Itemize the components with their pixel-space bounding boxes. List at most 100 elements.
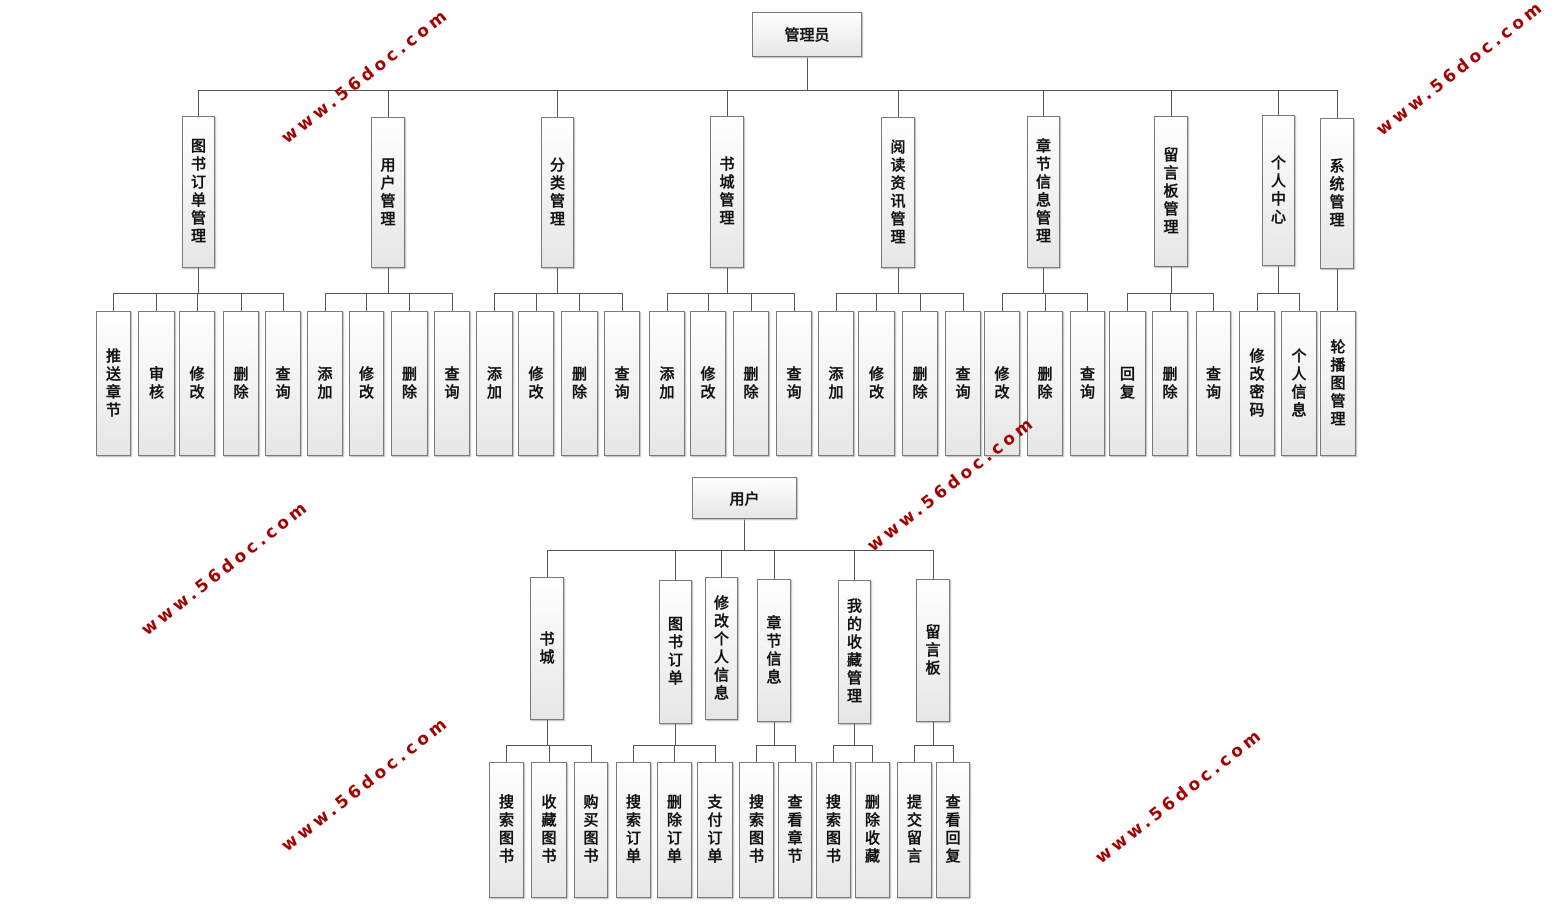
user-module: 图书订单 [659,580,692,724]
admin-function: 添加 [649,311,685,456]
user-module: 留言板 [916,579,950,722]
connector-line [198,268,199,293]
connector-line [1278,266,1279,293]
connector-line [156,293,157,311]
admin-function: 删除 [223,311,259,456]
admin-function: 修改 [984,311,1020,456]
admin-function: 审核 [138,311,175,456]
connector-line [633,745,634,762]
connector-line [876,293,877,311]
connector-line [409,293,410,311]
connector-line [721,550,722,577]
user-module: 修改个人信息 [705,577,738,720]
connector-line [727,90,728,116]
connector-line [494,293,623,294]
admin-function: 修改 [518,311,554,456]
connector-line [547,720,548,745]
admin-function-label: 添加 [315,365,334,402]
admin-module-label: 留言板管理 [1161,146,1180,237]
user-module-label: 我的收藏管理 [845,598,863,706]
admin-function: 删除 [391,311,428,456]
connector-line [591,745,592,762]
admin-module-label: 章节信息管理 [1034,138,1052,246]
connector-line [898,90,899,117]
connector-line [1337,90,1338,118]
admin-module-label: 用户管理 [378,156,397,229]
watermark-text: www.56doc.com [1091,724,1268,868]
admin-function: 修改 [349,311,384,456]
connector-line [914,745,954,746]
user-module: 我的收藏管理 [838,580,871,724]
admin-module-label: 图书订单管理 [189,138,207,246]
user-function: 收藏图书 [531,762,567,898]
user-module: 书城 [530,577,564,720]
user-root-label: 用户 [729,489,760,508]
admin-module: 书城管理 [710,116,744,268]
user-module-label: 书城 [537,630,556,667]
connector-line [494,293,495,311]
connector-line [1087,293,1088,311]
admin-function-label: 推送章节 [104,347,122,420]
connector-line [1002,293,1003,311]
admin-module: 阅读资讯管理 [881,117,915,268]
admin-function-label: 添加 [826,365,845,402]
user-function: 搜索订单 [616,762,651,898]
connector-line [1171,90,1172,116]
connector-line [1170,293,1171,311]
admin-module: 分类管理 [541,117,574,268]
admin-function-label: 查询 [612,365,631,402]
watermark-text: www.56doc.com [277,4,454,148]
connector-line [715,745,716,762]
connector-line [557,90,558,117]
admin-function-label: 删除 [741,365,760,402]
connector-line [933,550,934,579]
connector-line [1278,90,1279,115]
user-function-label: 搜索图书 [497,794,515,866]
admin-function-label: 查询 [273,365,292,402]
user-function: 删除订单 [657,762,692,898]
user-module-label: 图书订单 [666,616,684,688]
admin-function-label: 查询 [953,365,972,402]
admin-function: 删除 [561,311,598,456]
connector-line [388,90,389,117]
admin-function-label: 查询 [784,365,803,402]
connector-line [547,550,934,551]
admin-function-label: 删除 [1160,365,1179,402]
user-function: 删除收藏 [855,762,890,898]
connector-line [744,519,745,550]
admin-module-label: 系统管理 [1327,157,1346,230]
admin-module: 图书订单管理 [182,116,215,268]
user-function-label: 搜索订单 [624,794,642,866]
user-function-label: 提交留言 [905,794,923,866]
connector-line [920,293,921,311]
connector-line [963,293,964,311]
connector-line [549,745,550,762]
connector-line [674,745,675,762]
connector-line [914,745,915,762]
connector-line [675,550,676,580]
admin-function: 添加 [818,311,854,456]
connector-line [756,745,757,762]
connector-line [283,293,284,311]
admin-function: 查询 [776,311,812,456]
user-function: 搜索图书 [489,762,524,898]
connector-line [667,293,668,311]
connector-line [751,293,752,311]
connector-line [953,745,954,762]
user-function-label: 购买图书 [581,794,600,866]
connector-line [774,550,775,579]
admin-function-label: 删除 [1035,365,1054,402]
admin-function: 查询 [265,311,301,456]
connector-line [708,293,709,311]
admin-function: 修改 [858,311,895,456]
admin-function-label: 修改 [698,365,717,402]
user-function-label: 收藏图书 [539,794,558,866]
user-function-label: 搜索图书 [824,794,842,866]
admin-root: 管理员 [752,12,862,57]
user-module-label: 修改个人信息 [712,594,730,703]
connector-line [854,550,855,580]
connector-line [756,745,796,746]
connector-line [807,57,808,90]
connector-line [198,90,199,116]
admin-function: 推送章节 [96,311,131,456]
